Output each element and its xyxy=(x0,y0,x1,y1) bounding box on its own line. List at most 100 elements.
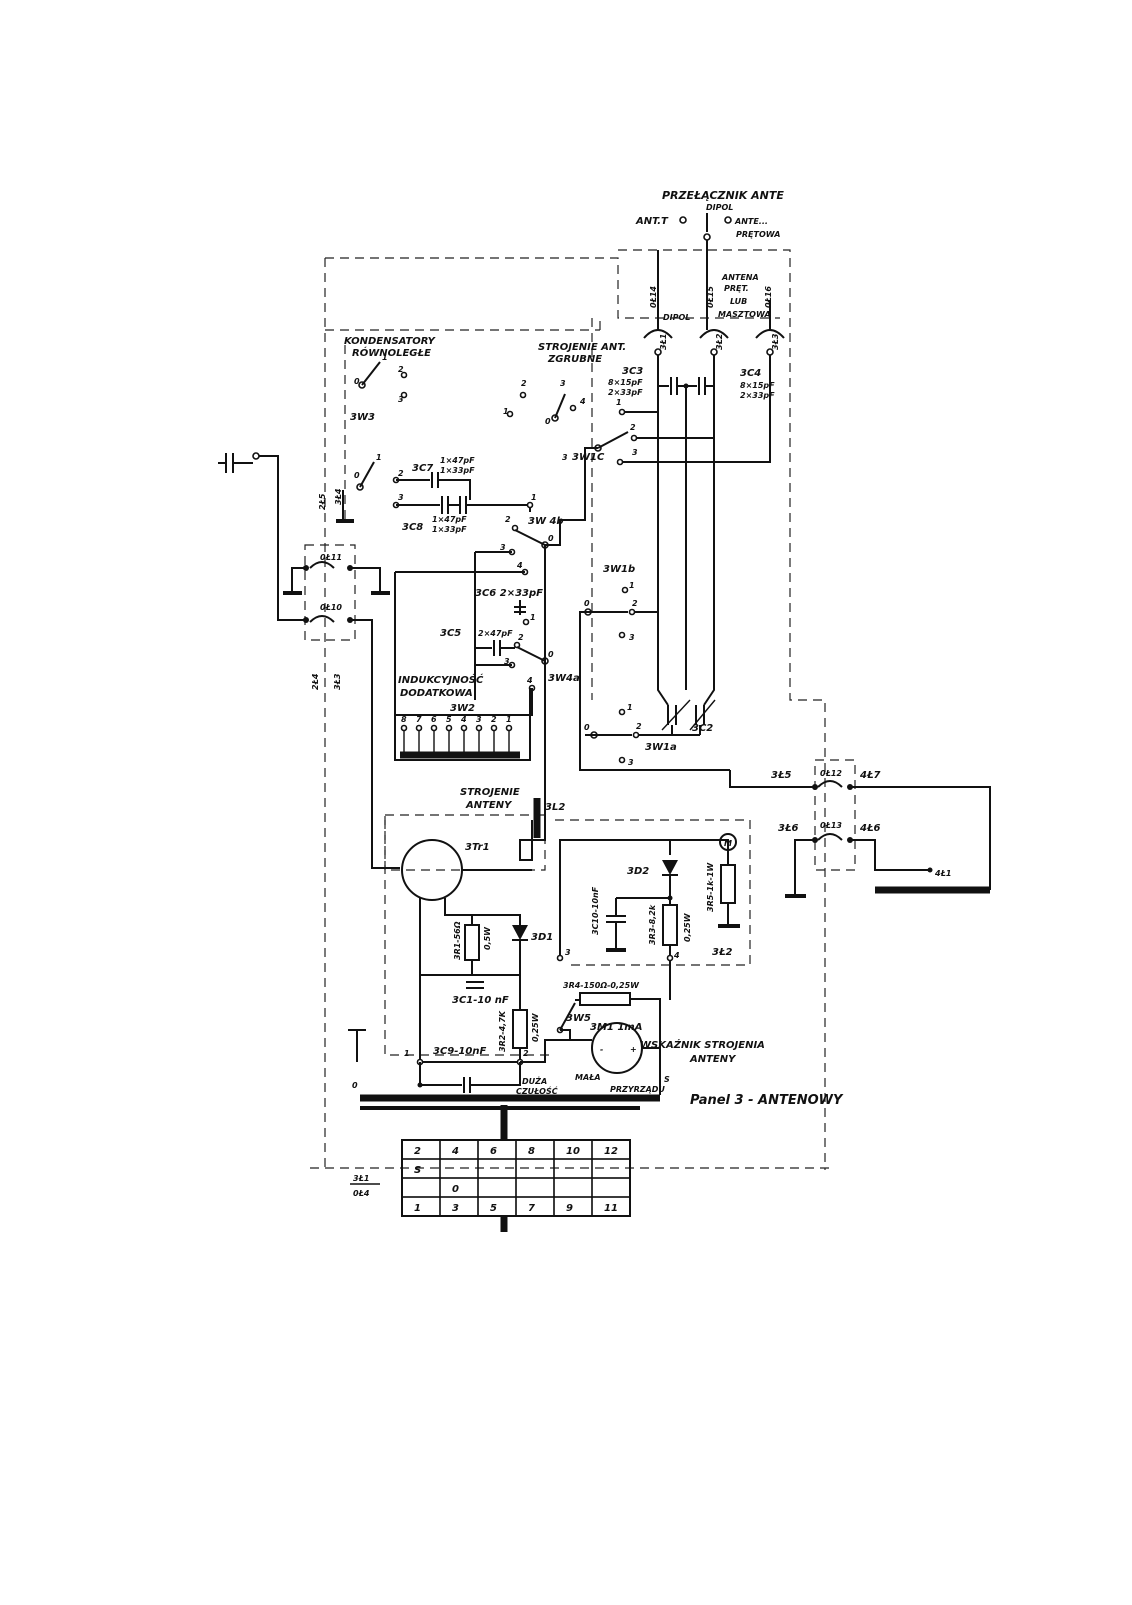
c7-value-a: 1×47pF xyxy=(440,456,475,465)
l4-1-junction xyxy=(927,867,933,873)
r3-wattage: 0,25W xyxy=(683,912,692,942)
terminal-strip-cell xyxy=(477,1196,517,1217)
w1c-lever xyxy=(597,431,629,449)
zgrubne-pin-1: 1 xyxy=(503,407,509,416)
w1a-pin-2: 2 xyxy=(636,722,642,731)
inductor-tap-label: 4 xyxy=(460,715,467,724)
w3-pin-3: 3 xyxy=(398,395,404,404)
r1-resistor xyxy=(464,924,480,961)
w1a-pin-1: 1 xyxy=(627,703,633,712)
connector-3l5-label: 3Ł5 xyxy=(771,770,792,781)
inductor-tap-terminal[interactable] xyxy=(415,724,423,732)
terminal-strip-cell xyxy=(477,1139,517,1160)
connector-3l6-label: 3Ł6 xyxy=(778,823,799,834)
w3-pin-2: 2 xyxy=(398,365,404,374)
w4a-lever xyxy=(516,646,546,662)
wskaznik-label-2: ANTENY xyxy=(689,1054,737,1065)
w1c-pin-1: 1 xyxy=(616,398,622,407)
left-rf-connectors: 0Ł11 0Ł10 2Ł4 3Ł3 xyxy=(218,452,400,869)
switch-ante-label: ANTE... xyxy=(734,217,768,226)
connector-ol16-label: 0Ł16 xyxy=(764,286,773,308)
inductor-tap-terminal[interactable] xyxy=(505,724,513,732)
c5-value: 2×47pF xyxy=(478,629,513,638)
inductor-tap-terminal[interactable] xyxy=(445,724,453,732)
l3-1-label: 3Ł1 xyxy=(659,334,668,350)
wskaznik-label-1: WSKAŹNIK STROJENIA xyxy=(640,1038,765,1051)
inductor-tap-terminal[interactable] xyxy=(400,724,408,732)
c8-label: 3C8 xyxy=(402,522,423,533)
w1b-contact-2 xyxy=(628,608,636,616)
strojenie-anteny-label-1: STROJENIE xyxy=(460,787,520,798)
w4a-contact-1 xyxy=(522,618,530,626)
connector-2l4-label: 2Ł4 xyxy=(311,673,320,690)
w4a-pin-1: 1 xyxy=(530,613,536,622)
w4b-pin-2: 2 xyxy=(505,515,511,524)
inductor-tap-terminal[interactable] xyxy=(460,724,468,732)
inductor-tap-label: 2 xyxy=(491,715,497,724)
m1-plus: + xyxy=(630,1045,637,1054)
terminal-strip-value: 8 xyxy=(528,1146,535,1157)
right-connectors: 0Ł12 0Ł13 3Ł5 4Ł7 3Ł6 4Ł6 4Ł1 xyxy=(729,759,991,898)
r2-label: 3R2-4,7K xyxy=(498,1010,507,1052)
w1c-pin-2: 2 xyxy=(630,423,636,432)
zgrubne-contact-1 xyxy=(506,410,514,418)
connector-2l5-label: 2Ł5 xyxy=(318,493,327,510)
terminal-strip-cell xyxy=(401,1139,441,1160)
w4b-lever xyxy=(514,529,546,546)
c7-c8-capacitor-group: 3C7 1×47pF 1×33pF 1 3C8 1×47pF 1×33pF 2 … xyxy=(395,456,564,700)
terminal-strip-cell xyxy=(401,1196,441,1217)
w1b-pin-3: 3 xyxy=(629,633,635,642)
w4a-pin-3: 3 xyxy=(504,657,510,666)
c10-pin-3-terminal xyxy=(556,954,564,962)
r3-pin-4-terminal xyxy=(666,954,674,962)
c8-value-a: 1×47pF xyxy=(432,515,467,524)
c3-label: 3C3 xyxy=(622,366,643,377)
inductor-tap-terminal[interactable] xyxy=(430,724,438,732)
panel-title: Panel 3 - ANTENOWY xyxy=(690,1093,844,1108)
inductor-tap-terminal[interactable] xyxy=(475,724,483,732)
zgrubne-pin-4: 4 xyxy=(579,397,586,406)
w5-label: 3W5 xyxy=(566,1013,591,1024)
przyrzadu-label: PRZYRZĄDU xyxy=(610,1085,665,1094)
l2-label: 3L2 xyxy=(545,802,565,813)
terminal-strip-value: 2 xyxy=(414,1146,421,1157)
terminal-strip-cell xyxy=(515,1177,555,1198)
terminal-strip-value: 3 xyxy=(452,1203,459,1214)
terminal-strip-value: 0 xyxy=(452,1184,459,1195)
ground-pin-0: 0 xyxy=(352,1081,358,1090)
c5-c6-section: 3C6 2×33pF 1 3C5 2×47pF 2 3 0 3W4a 4 xyxy=(395,545,580,800)
strip-3l1-label: 3Ł1 xyxy=(353,1174,369,1183)
r4-label: 3R4-150Ω-0,25W xyxy=(563,981,640,990)
switch-title: PRZEŁĄCZNIK ANTE xyxy=(662,189,784,202)
terminal-strip-cell xyxy=(477,1177,517,1198)
w4a-contact-2 xyxy=(513,641,521,649)
panel-outline xyxy=(310,249,830,1170)
c4-value-a: 8×15pF xyxy=(740,381,775,390)
switch-terminal-common xyxy=(703,233,711,241)
parallel-capacitors-section: KONDENSATORY RÓWNOLEGŁE 1 2 3 0 3W3 2 3 … xyxy=(318,336,626,523)
connector-ol13-label: 0Ł13 xyxy=(820,821,842,830)
terminal-strip-value: 9 xyxy=(566,1203,573,1214)
w4b-contact-2 xyxy=(511,524,519,532)
w1b-contact-3 xyxy=(618,631,626,639)
w3-lower-pin-2: 2 xyxy=(398,469,404,478)
tuning-indicator-circuit: STROJENIE ANTENY 3L2 3Tr1 3D1 3R1-56Ω 0,… xyxy=(401,787,765,1096)
inductor-tap-label: 6 xyxy=(431,715,437,724)
pret-label: PRĘT. xyxy=(724,284,749,293)
connector-4l1-label: 4Ł1 xyxy=(934,869,951,878)
antena-label: ANTENA xyxy=(721,273,759,282)
w3-lower-lever xyxy=(359,461,375,488)
strip-0l4-label: 0Ł4 xyxy=(353,1189,370,1198)
terminal-strip-value: 11 xyxy=(604,1203,618,1214)
w1b-pin-1: 1 xyxy=(629,581,635,590)
terminal-strip-cell xyxy=(439,1177,479,1198)
terminal-strip-value: 4 xyxy=(451,1146,459,1157)
l3-3-label: 3Ł3 xyxy=(771,333,780,350)
c10-label: 3C10-10nF xyxy=(591,886,600,935)
inductor-tap-terminal[interactable] xyxy=(490,724,498,732)
r3-pin-4: 4 xyxy=(673,951,680,960)
w1b-pin-0: 0 xyxy=(584,599,590,608)
connector-4l7-label: 4Ł7 xyxy=(859,770,881,781)
r2-pin-2: 2 xyxy=(523,1049,529,1058)
w1b-contact-1 xyxy=(621,586,629,594)
